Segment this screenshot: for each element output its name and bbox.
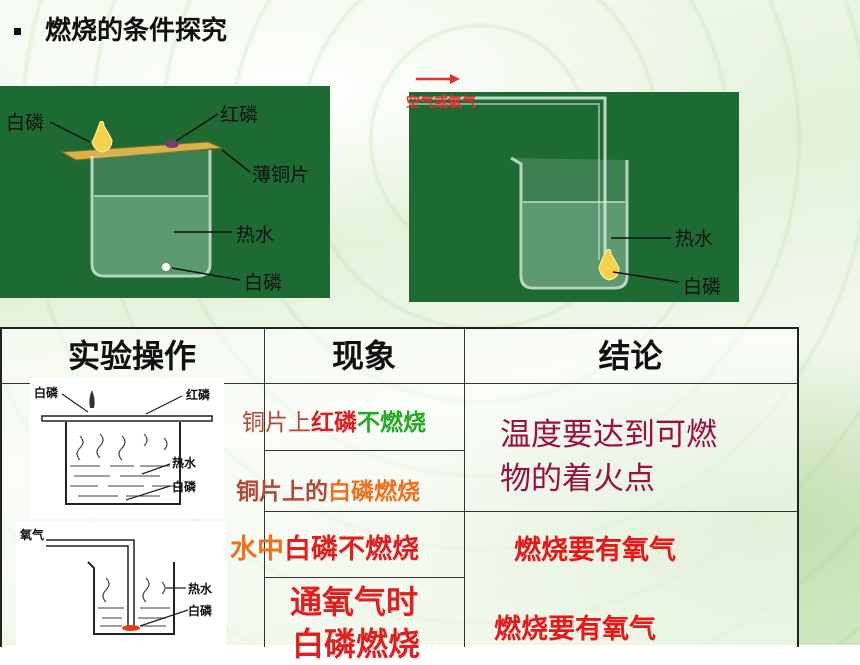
text-segment: 铜片上的 (236, 479, 328, 505)
label-air-or-oxygen: 空气或氧气 (406, 95, 476, 111)
conclusion-2: 燃烧要有氧气 (514, 535, 676, 566)
lab-sketch-copper-sheet: 白磷 红磷 热水 白磷 (30, 378, 224, 518)
slide-title-text: 燃烧的条件探究 (45, 16, 228, 46)
lab-sketch-2-drawing (46, 539, 189, 635)
text-segment: 不燃烧 (357, 410, 426, 436)
header-phenomenon: 现象 (331, 337, 396, 375)
label-white-phosphorus-top: 白磷 (6, 112, 45, 134)
conclusion-3: 燃烧要有氧气 (494, 614, 656, 645)
label-red-phosphorus: 红磷 (220, 104, 259, 126)
lab-label-white-phosphorus: 白磷 (34, 386, 59, 400)
text-segment: 水中 (230, 534, 284, 565)
slide-title: 燃烧的条件探究 (14, 10, 227, 47)
header-conclusion: 结论 (598, 337, 663, 375)
lab-label-white-phosphorus-b: 白磷 (172, 480, 197, 494)
phenomenon-row-3: 水中白磷不燃烧 (230, 527, 419, 566)
lab-label-red-phosphorus: 红磷 (186, 388, 211, 402)
label-hot-water: 热水 (236, 224, 275, 246)
text-segment: 红磷 (311, 410, 357, 436)
label-hot-water-2: 热水 (675, 228, 714, 250)
text-segment: 白磷燃烧 (328, 479, 420, 505)
lab-label-hot-water-2: 热水 (188, 582, 213, 596)
label-copper-sheet: 薄铜片 (252, 164, 310, 186)
phenomenon-row-4-line-2: 白磷燃烧 (292, 625, 421, 663)
beaker-2-drawing (409, 96, 680, 290)
lab-sketch-oxygen: 氧气 热水 白磷 (16, 522, 226, 645)
conclusion-1-line-1: 温度要达到可燃 (500, 417, 717, 453)
label-white-phosphorus-bottom: 白磷 (244, 272, 283, 294)
bullet-icon (14, 28, 21, 35)
phenomenon-row-1: 铜片上红磷不燃烧 (242, 403, 426, 437)
phenomenon-row-2: 铜片上的白磷燃烧 (236, 472, 420, 506)
text-segment: 铜片上 (242, 410, 311, 436)
text-segment: 白磷不燃烧 (284, 534, 419, 565)
header-operation: 实验操作 (67, 337, 196, 375)
experiment-diagram-2: 热水 白磷 (409, 92, 739, 302)
phenomenon-row-4-line-1: 通氧气时 (290, 583, 419, 621)
lab-label-oxygen: 氧气 (20, 528, 45, 542)
conclusion-1-line-2: 物的着火点 (500, 461, 655, 497)
air-flow-arrow-icon (416, 74, 460, 84)
beaker-1-drawing (49, 113, 251, 281)
lab-sketch-1-drawing (41, 390, 213, 505)
lab-label-white-phosphorus-2: 白磷 (188, 604, 213, 618)
lab-label-hot-water: 热水 (172, 456, 197, 470)
label-white-phosphorus-2: 白磷 (683, 276, 722, 298)
experiment-diagram-1: 白磷 红磷 薄铜片 热水 白磷 (0, 86, 330, 298)
